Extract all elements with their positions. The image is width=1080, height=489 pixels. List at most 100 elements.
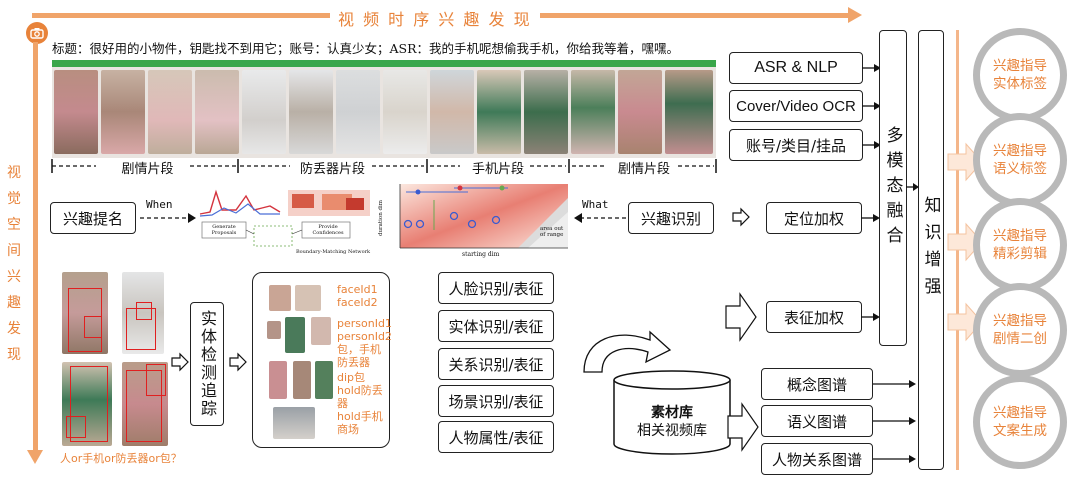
frame-13 — [618, 70, 662, 154]
output-entity-tag-label: 兴趣指导 实体标签 — [993, 58, 1047, 92]
person-crop-3 — [311, 317, 331, 345]
modality-ocr-box: Cover/Video OCR — [729, 90, 863, 122]
recog-entity-box: 实体识别/表征 — [438, 310, 554, 342]
frame-14 — [665, 70, 713, 154]
when-arrow — [140, 213, 196, 223]
knowledge-enhance-box: 知识增强 — [918, 30, 944, 470]
fusion-label: 多模态融合 — [882, 125, 903, 251]
hollow-arrow-icon — [725, 292, 757, 342]
what-label: What — [582, 198, 609, 211]
side-axis-line — [33, 42, 38, 452]
person-crop-1 — [267, 321, 281, 339]
segment-arrows — [51, 159, 717, 173]
concept-graph-box: 概念图谱 — [761, 368, 873, 400]
people-graph-box: 人物关系图谱 — [761, 443, 873, 475]
output-plot-remix-label: 兴趣指导 剧情二创 — [993, 313, 1047, 347]
hold-crop-2 — [293, 361, 311, 399]
side-axis-arrowhead — [27, 450, 43, 464]
recog-relation-box: 关系识别/表征 — [438, 348, 554, 380]
segment-label-2: 防丢器片段 — [299, 162, 365, 177]
hold-crop-3 — [315, 361, 333, 399]
frame-11 — [524, 70, 568, 154]
bmn-curve-icon — [199, 189, 370, 247]
hollow-arrow-icon — [229, 352, 247, 372]
segment-label-4: 剧情片段 — [617, 162, 670, 177]
face-crop-2 — [295, 285, 321, 311]
frame-4 — [195, 70, 239, 154]
frame-1 — [54, 70, 98, 154]
hollow-arrow-icon — [727, 402, 759, 452]
detect-image-1 — [62, 272, 108, 354]
segment-label-3: 手机片段 — [471, 162, 524, 177]
location-weight-box: 定位加权 — [766, 202, 862, 234]
frame-9 — [430, 70, 474, 154]
frame-5 — [242, 70, 286, 154]
scene-label: 商场 — [337, 423, 359, 436]
output-highlight-clip-label: 兴趣指导 精彩剪辑 — [993, 228, 1047, 262]
library-sub: 相关视频库 — [637, 423, 707, 439]
camera-icon — [26, 22, 48, 44]
output-entity-tag: 兴趣指导 实体标签 — [973, 28, 1067, 122]
bmn-network: Boundary-Matching Network — [296, 249, 371, 255]
bmn-confidence: Provide Confidences — [312, 224, 344, 236]
weight-arrows — [861, 214, 880, 321]
face-ids: faceId1 faceId2 — [337, 283, 378, 309]
detect-image-3 — [62, 362, 112, 446]
person-crop-2 — [285, 317, 305, 353]
curved-arrow-icon — [583, 330, 672, 373]
frame-6 — [289, 70, 333, 154]
frame-8 — [383, 70, 427, 154]
bm-heatmap-icon — [399, 184, 568, 249]
output-copywriting: 兴趣指导 文案生成 — [973, 375, 1067, 469]
hollow-arrow-icon — [732, 207, 750, 227]
interest-recog-box: 兴趣识别 — [628, 202, 714, 234]
side-axis-label: 视觉空间兴趣发现 — [7, 165, 21, 363]
video-caption: 标题：很好用的小物件，钥匙找不到用它；账号：认真少女；ASR：我的手机呢想偷我手… — [52, 41, 680, 56]
tracking-panel: faceId1 faceId2 personId1 personId2 包，手机… — [252, 272, 392, 448]
frame-3 — [148, 70, 192, 154]
recog-face-box: 人脸识别/表征 — [438, 272, 554, 304]
bmn-figure: Generate Proposals Provide Confidences B… — [196, 186, 374, 260]
frame-10 — [477, 70, 521, 154]
detect-image-2 — [122, 272, 164, 354]
entity-detect-box: 实体检测追踪 — [190, 302, 224, 426]
hold-relations: dip包 hold防丢器 hold手机 — [337, 371, 383, 423]
semantic-graph-box: 语义图谱 — [761, 405, 873, 437]
face-crop-1 — [269, 285, 291, 311]
material-library-icon — [613, 370, 731, 455]
when-label: When — [146, 198, 173, 211]
hollow-arrow-icon — [171, 352, 189, 372]
segment-label-1: 剧情片段 — [121, 162, 174, 177]
modality-asr-box: ASR & NLP — [729, 52, 863, 84]
fusion-arrow — [906, 183, 919, 191]
knowledge-label: 知识增强 — [920, 196, 941, 304]
output-highlight-clip: 兴趣指导 精彩剪辑 — [973, 198, 1067, 292]
modality-account-box: 账号/类目/挂品 — [729, 129, 863, 161]
modality-arrows — [862, 64, 881, 149]
bm-out-range: area out of range — [540, 226, 564, 238]
detect-caption: 人or手机or防丢器or包？ — [60, 452, 182, 465]
output-semantic-tag: 兴趣指导 语义标签 — [973, 113, 1067, 207]
top-axis-arrowhead — [848, 7, 862, 23]
frame-12 — [571, 70, 615, 154]
bm-heatmap: duration dim starting dim area out of ra… — [378, 180, 572, 262]
output-plot-remix: 兴趣指导 剧情二创 — [973, 283, 1067, 377]
graph-arrows — [873, 380, 916, 463]
entity-detect-label: 实体检测追踪 — [198, 310, 217, 418]
frame-2 — [101, 70, 145, 154]
library-title: 素材库 — [651, 405, 693, 421]
person-ids: personId1 personId2 包，手机 防丢器 — [337, 317, 392, 369]
top-axis-label: 视 频 时 序 兴 趣 发 现 — [330, 6, 540, 30]
multimodal-fusion-box: 多模态融合 — [879, 30, 907, 346]
frame-7 — [336, 70, 380, 154]
bmn-proposals: Generate Proposals — [211, 224, 237, 236]
output-copywriting-label: 兴趣指导 文案生成 — [993, 405, 1047, 439]
scene-crop — [273, 407, 315, 439]
bm-starting-dim: starting dim — [462, 251, 500, 258]
recog-attribute-box: 人物属性/表征 — [438, 421, 554, 453]
interest-extract-box: 兴趣提名 — [50, 202, 136, 234]
detect-image-4 — [122, 362, 168, 446]
film-strip — [52, 60, 716, 158]
bm-duration-dim: duration dim — [378, 200, 384, 237]
output-semantic-tag-label: 兴趣指导 语义标签 — [993, 143, 1047, 177]
